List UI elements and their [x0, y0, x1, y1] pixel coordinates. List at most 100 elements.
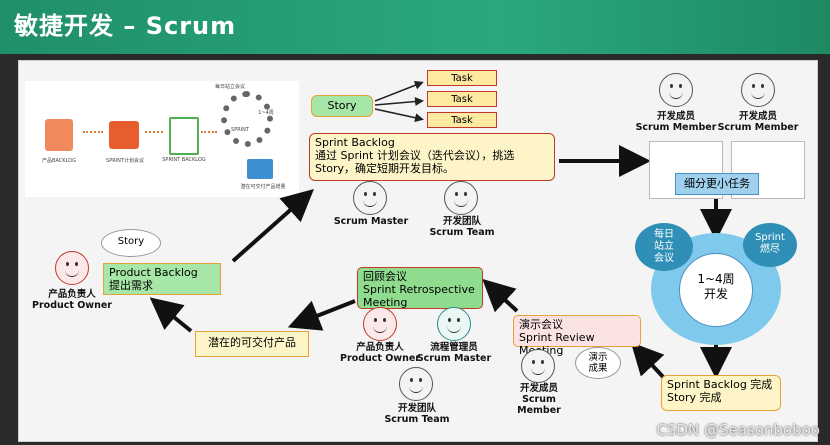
product-backlog-line2: 提出需求 [109, 279, 153, 292]
retro-line1: 回顾会议 [363, 270, 407, 283]
daily-line1: 每日 [654, 229, 674, 240]
header-underline [0, 50, 830, 54]
po-mid-label: 产品负责人 Product Owner [339, 342, 421, 364]
sprint-backlog-title: Sprint Backlog [315, 136, 395, 149]
sprint-cycle-center: 1~4周 开发 [679, 253, 753, 327]
team-top-en: Scrum Team [429, 227, 495, 238]
process-illustration: 产品BACKLOG SPRINT计划会议 SPRINT BACKLOG 每日站立… [25, 81, 299, 197]
daily-standup-circle: 每日 站立 会议 [635, 223, 693, 271]
retro-line3: Meeting [363, 296, 408, 309]
member1-en: Scrum Member [635, 122, 717, 133]
retro-line2: Sprint Retrospective [363, 283, 475, 296]
cycle-center-line1: 1~4周 [697, 272, 735, 286]
team-bottom-label: 开发团队 Scrum Team [379, 403, 455, 425]
sm-mid-face-icon [437, 307, 471, 341]
po-mid-en: Product Owner [340, 353, 420, 364]
team-top-label: 开发团队 Scrum Team [423, 216, 501, 238]
retro-meeting-box: 回顾会议 Sprint Retrospective Meeting [357, 267, 483, 309]
sprint-backlog-line2: Story，确定短期开发目标。 [315, 162, 455, 175]
done-line2: Story 完成 [667, 391, 722, 404]
watermark: CSDN @Seasonboboo [656, 421, 820, 439]
flow-arrows [149, 80, 732, 381]
backlog-stack-icon [45, 119, 73, 151]
review-member-face-icon [521, 349, 555, 383]
member2-label: 开发成员 Scrum Member [717, 111, 799, 133]
icon-label-weeks: 1~4周 [258, 110, 274, 116]
daily-line3: 会议 [654, 253, 674, 264]
story-bubble: Story [101, 229, 161, 257]
member2-face-icon [741, 73, 775, 107]
sprint-backlog-box: Sprint Backlog 通过 Sprint 计划会议（迭代会议），挑选 S… [309, 133, 555, 181]
review-line1: 演示会议 [519, 318, 563, 331]
arrow-story-task1 [374, 80, 424, 102]
team-face-icon [444, 181, 478, 215]
dotted-arrow-icon-2 [145, 131, 163, 137]
team-bottom-face-icon [399, 367, 433, 401]
cycle-center-text: 1~4周 开发 [680, 272, 752, 302]
product-backlog-box: Product Backlog 提出需求 [103, 263, 221, 295]
member1-face-icon [659, 73, 693, 107]
icon-label-deliver: 潜在可交付产品增量 [240, 184, 286, 190]
member1-label: 开发成员 Scrum Member [635, 111, 717, 133]
burn-line2: 燃尽 [760, 244, 780, 255]
icon-label-sprint-planning: SPRINT计划会议 [106, 158, 144, 164]
icon-label-sprint: SPRINT [231, 127, 249, 133]
sm-mid-label: 流程管理员 Scrum Master [415, 342, 493, 364]
arrow-to-deliverable [287, 299, 356, 331]
member1-cn: 开发成员 [656, 111, 695, 122]
review-member-en: Scrum Member [517, 394, 561, 416]
review-member-label: 开发成员 Scrum Member [499, 383, 579, 416]
burn-line1: Sprint [755, 232, 785, 243]
team-top-cn: 开发团队 [442, 216, 481, 227]
arrow-to-product-backlog [149, 297, 193, 333]
sprint-cycle-icon [221, 91, 273, 147]
cycle-center-line2: 开发 [703, 287, 728, 301]
slide-title: 敏捷开发 – Scrum [14, 12, 237, 40]
team-bottom-cn: 开发团队 [397, 403, 436, 414]
icon-label-sprint-backlog: SPRINT BACKLOG [162, 157, 206, 163]
po-left-cn: 产品负责人 [48, 289, 96, 300]
po-mid-face-icon [363, 307, 397, 341]
daily-line2: 站立 [654, 241, 674, 252]
review-member-cn: 开发成员 [519, 383, 558, 394]
task-box-3: Task [427, 112, 497, 128]
sm-mid-cn: 流程管理员 [430, 342, 478, 353]
sprint-burndown-circle: Sprint 燃尽 [743, 223, 797, 267]
po-left-label: 产品负责人 Product Owner [31, 289, 113, 311]
icon-label-daily: 每日站立会议 [215, 84, 246, 90]
product-backlog-line1: Product Backlog [109, 266, 198, 279]
delivery-box-icon [247, 159, 273, 179]
done-line1: Sprint Backlog 完成 [667, 378, 773, 391]
po-left-en: Product Owner [32, 300, 112, 311]
po-mid-cn: 产品负责人 [356, 342, 404, 353]
arrow-story-task2 [374, 97, 424, 107]
scrum-master-label: Scrum Master [333, 216, 409, 227]
arrow-to-retro [482, 278, 519, 313]
icon-label-backlog: 产品BACKLOG [42, 158, 76, 164]
scrum-master-face-icon [353, 181, 387, 215]
review-meeting-box: 演示会议 Sprint Review Meeting [513, 315, 641, 357]
header-bar: 敏捷开发 – Scrum [0, 0, 830, 50]
po-left-face-icon [55, 251, 89, 285]
dotted-arrow-icon-3 [201, 131, 217, 137]
demo-line2: 成果 [588, 363, 608, 374]
demo-line1: 演示 [588, 352, 608, 363]
diagram-canvas: 产品BACKLOG SPRINT计划会议 SPRINT BACKLOG 每日站立… [18, 60, 818, 442]
sprint-backlog-line1: 通过 Sprint 计划会议（迭代会议），挑选 [315, 149, 515, 162]
sm-mid-en: Scrum Master [416, 353, 492, 364]
demo-bubble: 演示 成果 [575, 347, 621, 379]
dotted-arrow-icon [83, 131, 103, 137]
split-tasks-box: 细分更小任务 [675, 173, 759, 195]
sprint-done-box: Sprint Backlog 完成 Story 完成 [661, 375, 781, 411]
checklist-icon [169, 117, 199, 155]
task-box-1: Task [427, 70, 497, 86]
arrow-to-review [630, 342, 667, 381]
deliverable-box: 潜在的可交付产品 [195, 331, 309, 357]
arrow-story-task3 [374, 108, 424, 123]
arrow-to-sprint-backlog [231, 189, 314, 263]
member2-en: Scrum Member [717, 122, 799, 133]
sprint-planning-icon [109, 121, 139, 149]
story-box: Story [311, 95, 373, 117]
task-box-2: Task [427, 91, 497, 107]
